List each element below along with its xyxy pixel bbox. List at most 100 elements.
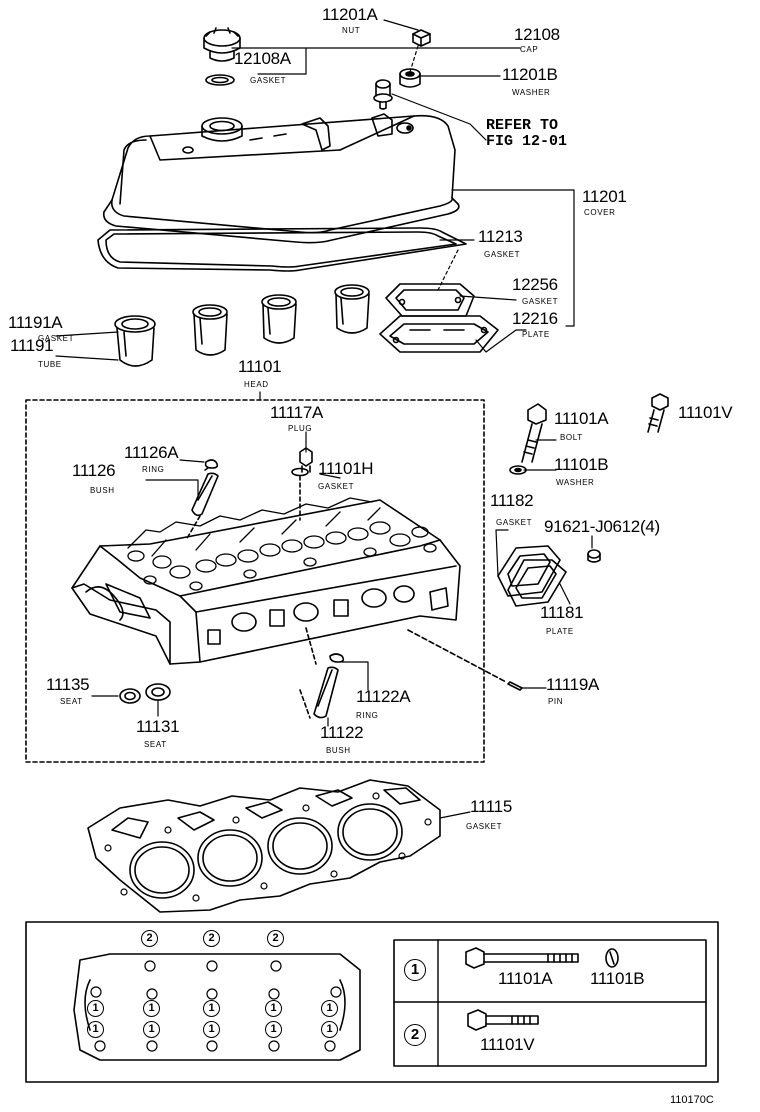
part-name-washer: WASHER <box>512 88 551 97</box>
side-gasket-drawing <box>497 545 561 597</box>
part-number-bolt: 11101A <box>554 409 609 428</box>
part-name-cover-gasket: GASKET <box>484 250 521 259</box>
part-name-plug-gasket: GASKET <box>318 482 355 491</box>
sequence-marker-1: 1 <box>143 1021 160 1038</box>
part-name-cover: COVER <box>584 208 616 217</box>
nut-drawing <box>412 29 431 47</box>
part-name-tube-gasket: GASKET <box>38 334 75 343</box>
cylinder-head-drawing <box>71 497 461 665</box>
part-name-cap-gasket: GASKET <box>250 76 287 85</box>
plug-gasket-drawing <box>291 467 309 477</box>
sequence-marker-1: 1 <box>203 1021 220 1038</box>
sequence-marker-1: 1 <box>321 1021 338 1038</box>
sequence-marker-1: 1 <box>87 1021 104 1038</box>
cover-gasket-drawing <box>97 227 467 272</box>
cap-gasket-drawing <box>205 74 235 86</box>
legend-marker-1: 1 <box>404 959 426 981</box>
side-plate-drawing <box>507 559 567 607</box>
part-number-ring-upper: 11126A <box>124 443 179 462</box>
part-name-pin: PIN <box>548 697 564 706</box>
breather-gasket-drawing <box>385 283 475 317</box>
part-name-breather-gasket: GASKET <box>522 297 559 306</box>
part-number-cover: 11201 <box>582 187 627 206</box>
part-name-bolt-washer: WASHER <box>556 478 595 487</box>
legend-marker-2: 2 <box>404 1024 426 1046</box>
part-number-plug: 11117A <box>270 403 324 422</box>
legend-long-bolt-drawing <box>465 947 579 969</box>
part-number-side-plate: 11181 <box>540 603 584 622</box>
legend-table <box>393 939 707 1067</box>
ring-lower-drawing <box>329 653 345 663</box>
sequence-marker-1: 1 <box>265 1021 282 1038</box>
part-number-baffle-plate: 12216 <box>512 309 558 328</box>
part-number-seat-small: 11135 <box>46 675 90 694</box>
spark-plug-tubes-drawing <box>114 284 370 367</box>
baffle-plate-drawing <box>379 315 499 353</box>
part-number-tube: 11191 <box>10 336 54 355</box>
sequence-marker-2: 2 <box>203 930 220 947</box>
part-name-side-gasket: GASKET <box>496 518 533 527</box>
part-number-bolt-washer: 11101B <box>554 455 609 474</box>
part-name-nut: NUT <box>342 26 361 35</box>
pin-drawing <box>507 681 523 691</box>
bolt-drawing <box>521 403 547 463</box>
sequence-marker-1: 1 <box>321 1000 338 1017</box>
part-number-head: 11101 <box>238 357 282 376</box>
figure-code: 110170C <box>670 1094 714 1106</box>
part-name-bush-lower: BUSH <box>326 746 351 755</box>
part-number-nut: 11201A <box>322 5 378 24</box>
washer-drawing <box>399 68 421 88</box>
part-number-pin: 11119A <box>546 675 600 694</box>
bush-upper-drawing <box>191 472 219 517</box>
part-number-breather-gasket: 12256 <box>512 275 558 294</box>
part-name-bush-upper: BUSH <box>90 486 115 495</box>
cylinder-head-cover-drawing <box>102 113 460 244</box>
part-name-bolt: BOLT <box>560 433 583 442</box>
part-number-washer: 11201B <box>502 65 558 84</box>
side-bolt-drawing <box>587 549 601 563</box>
part-name-head-gasket: GASKET <box>466 822 503 831</box>
part-number-side-bolt: 91621-J0612(4) <box>544 517 660 536</box>
valve-seat-large-drawing <box>145 683 171 701</box>
sequence-marker-1: 1 <box>87 1000 104 1017</box>
part-name-baffle-plate: PLATE <box>522 330 550 339</box>
part-number-cap: 12108 <box>514 25 560 44</box>
part-name-ring-lower: RING <box>356 711 379 720</box>
legend-short-bolt-drawing <box>467 1009 539 1031</box>
part-number-short-bolt: 11101V <box>678 403 733 422</box>
part-name-tube: TUBE <box>38 360 62 369</box>
part-number-plug-gasket: 11101H <box>318 459 374 478</box>
short-bolt-drawing <box>647 393 669 433</box>
part-number-bush-upper: 11126 <box>72 461 116 480</box>
part-name-side-plate: PLATE <box>546 627 574 636</box>
refer-note-line1: REFER TO <box>486 117 559 134</box>
grommet-drawing <box>373 79 393 110</box>
part-number-ring-lower: 11122A <box>356 687 411 706</box>
part-number-cover-gasket: 11213 <box>478 227 523 246</box>
part-number-tube-gasket: 11191A <box>8 313 63 332</box>
leader-lines <box>55 19 593 819</box>
sequence-marker-2: 2 <box>141 930 158 947</box>
legend-part-short-bolt: 11101V <box>480 1035 535 1054</box>
sequence-marker-1: 1 <box>143 1000 160 1017</box>
part-name-seat-small: SEAT <box>60 697 83 706</box>
head-gasket-drawing <box>87 779 441 913</box>
part-name-ring-upper: RING <box>142 465 165 474</box>
legend-part-washer: 11101B <box>590 969 645 988</box>
part-name-head: HEAD <box>244 380 269 389</box>
ring-upper-drawing <box>204 459 219 471</box>
part-name-cap: CAP <box>520 45 539 54</box>
part-number-seat-large: 11131 <box>136 717 180 736</box>
valve-seat-small-drawing <box>119 688 141 704</box>
sequence-marker-1: 1 <box>203 1000 220 1017</box>
head-assembly-boundary <box>25 399 485 763</box>
refer-note-line2: FIG 12-01 <box>486 133 568 150</box>
sequence-marker-2: 2 <box>267 930 284 947</box>
part-number-bush-lower: 11122 <box>320 723 364 742</box>
bush-lower-drawing <box>313 666 339 719</box>
part-number-side-gasket: 11182 <box>490 491 534 510</box>
bolt-sequence-plate <box>73 953 361 1061</box>
part-number-cap-gasket: 12108A <box>234 49 291 68</box>
